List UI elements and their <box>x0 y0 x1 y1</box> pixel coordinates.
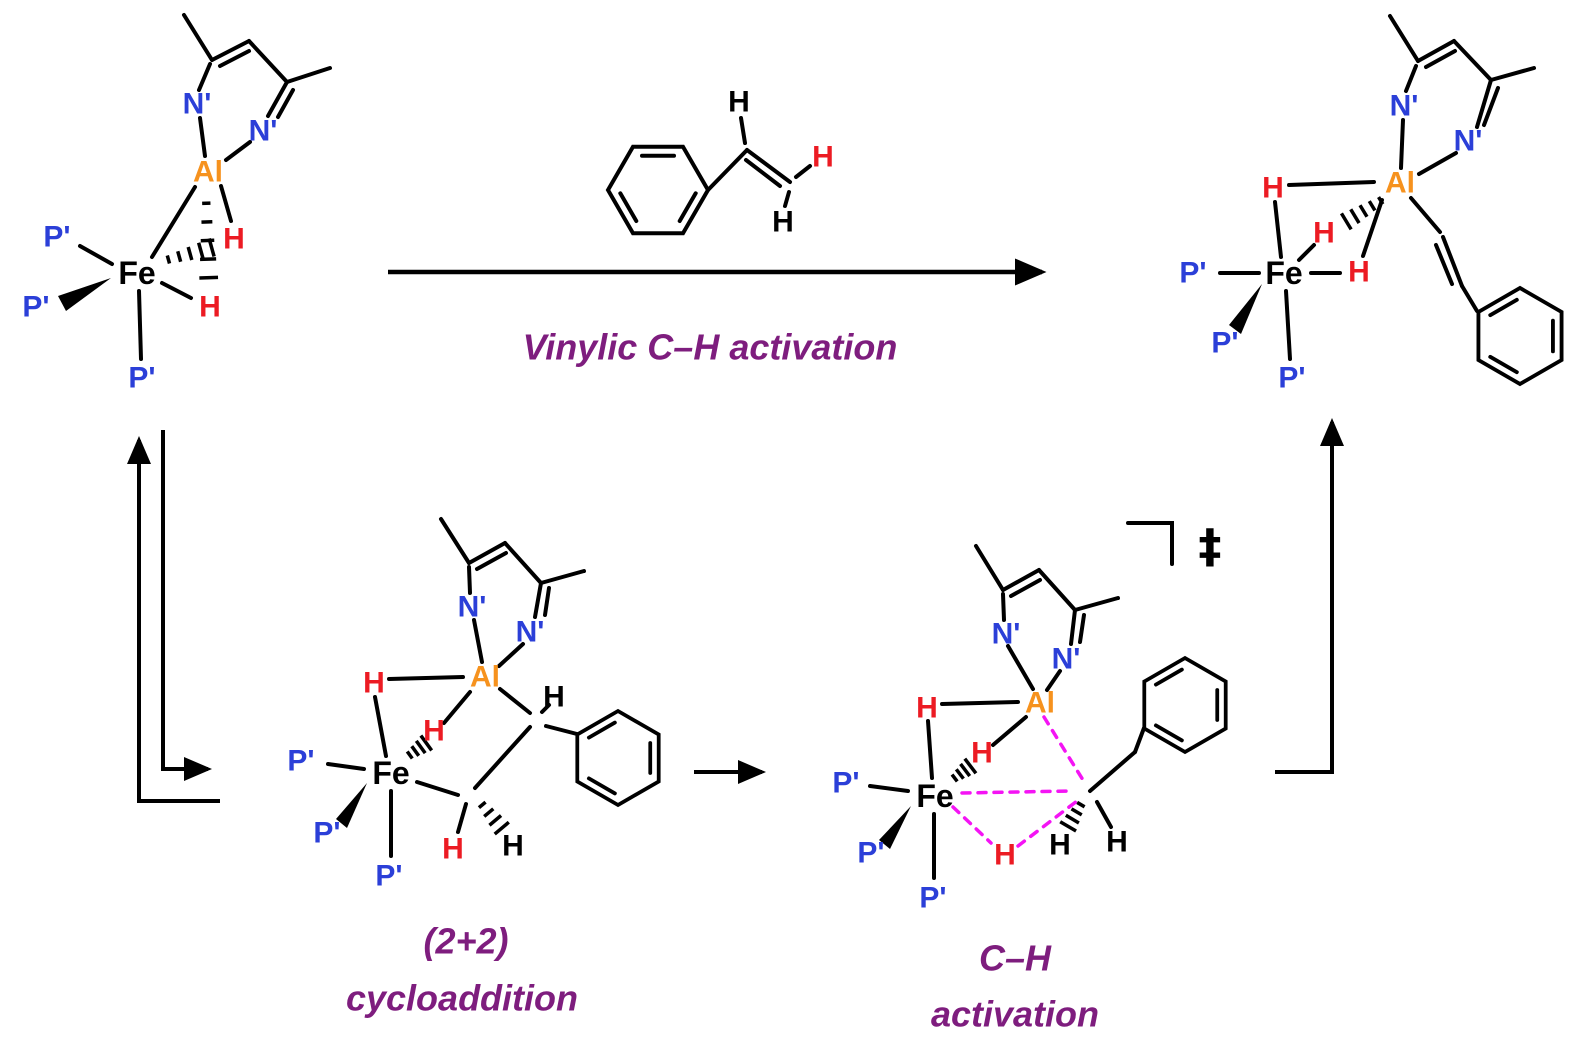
h-label: H <box>728 86 750 119</box>
benzene-ring <box>575 709 661 807</box>
h-label: H <box>1106 826 1128 859</box>
hydride-label: H <box>1348 256 1370 289</box>
p-label: P' <box>22 291 49 324</box>
p-label: P' <box>1211 327 1238 360</box>
p-label: P' <box>1278 362 1305 395</box>
hydride-label: H <box>442 833 464 866</box>
fe-label: Fe <box>1265 255 1302 291</box>
hydride-label: H <box>971 737 993 770</box>
h-label: H <box>543 681 565 714</box>
reactant-hash-al-h2 <box>199 201 219 280</box>
styrene-bonds <box>706 116 812 208</box>
fe-label: Fe <box>372 755 409 791</box>
caption-ch-activation-line2: activation <box>931 994 1099 1035</box>
migrating-h-label: H <box>994 839 1016 872</box>
cycloadduct-intermediate: N' N' Al Fe P' P' P' H H H H H <box>287 517 661 893</box>
n-label: N' <box>183 88 212 121</box>
hydride-label: H <box>363 667 385 700</box>
ts-bracket <box>1126 521 1174 566</box>
p-label: P' <box>832 767 859 800</box>
al-label: Al <box>1385 167 1415 200</box>
n-label: N' <box>1390 90 1419 123</box>
p-label: P' <box>857 837 884 870</box>
caption-ch-activation-line1: C–H <box>979 938 1052 979</box>
fe-label: Fe <box>916 778 953 814</box>
p-label: P' <box>287 745 314 778</box>
ts-hash-c-h <box>1059 800 1086 833</box>
ts-to-product-arrow <box>1275 418 1344 774</box>
caption-main-reaction: Vinylic C–H activation <box>523 327 898 368</box>
hydride-label: H <box>1262 172 1284 205</box>
p-label: P' <box>313 817 340 850</box>
n-label: N' <box>1052 643 1081 676</box>
al-label: Al <box>193 156 223 189</box>
styrene: H H H <box>606 86 834 239</box>
p-label: P' <box>1179 257 1206 290</box>
benzene-ring <box>1476 286 1564 386</box>
h-label: H <box>772 206 794 239</box>
caption-cycloaddition-line2: cycloaddition <box>346 978 578 1019</box>
product-complex: N' N' Al Fe P' P' P' H H H <box>1179 14 1564 395</box>
recycle-arrow-down <box>161 430 212 781</box>
h-label: H <box>1049 829 1071 862</box>
n-label: N' <box>516 616 545 649</box>
hydride-label: H <box>423 715 445 748</box>
cycloadduct-hash-fe-h <box>405 734 434 760</box>
al-label: Al <box>470 661 500 694</box>
double-dagger: ‡ <box>1199 519 1222 573</box>
vinylic-h-label: H <box>812 141 834 174</box>
al-label: Al <box>1025 687 1055 720</box>
p-label: P' <box>919 882 946 915</box>
p-label: P' <box>128 362 155 395</box>
hydride-label: H <box>916 692 938 725</box>
transition-state: ‡ N' N' Al Fe P' P' P' H H H H H <box>832 519 1228 915</box>
product-hash-al-h <box>1339 196 1385 231</box>
p-label: P' <box>43 221 70 254</box>
cycloadduct-bonds <box>326 517 586 858</box>
n-label: N' <box>1454 125 1483 158</box>
ts-forming-bonds <box>951 715 1085 848</box>
reactant-hash-fe-h1 <box>165 238 216 264</box>
n-label: N' <box>992 618 1021 651</box>
product-bonds <box>1218 14 1536 361</box>
hydride-label: H <box>1313 217 1335 250</box>
fe-label: Fe <box>118 255 155 291</box>
benzene-ring <box>1142 656 1228 754</box>
hydride-label: H <box>199 291 221 324</box>
recycle-arrow-up <box>127 436 220 803</box>
caption-cycloaddition-line1: (2+2) <box>423 921 508 962</box>
hydride-label: H <box>223 223 245 256</box>
reactant-complex: N' N' Al Fe P' P' P' H H <box>22 13 332 395</box>
benzene-ring <box>606 144 710 236</box>
reactant-bonds <box>58 13 332 361</box>
ts-bonds <box>868 544 1146 880</box>
h-label: H <box>502 830 524 863</box>
ts-hash-fe-h <box>950 757 978 783</box>
p-label: P' <box>375 860 402 893</box>
n-label: N' <box>458 591 487 624</box>
cycloadduct-hash-c-h <box>477 800 510 836</box>
n-label: N' <box>249 115 278 148</box>
